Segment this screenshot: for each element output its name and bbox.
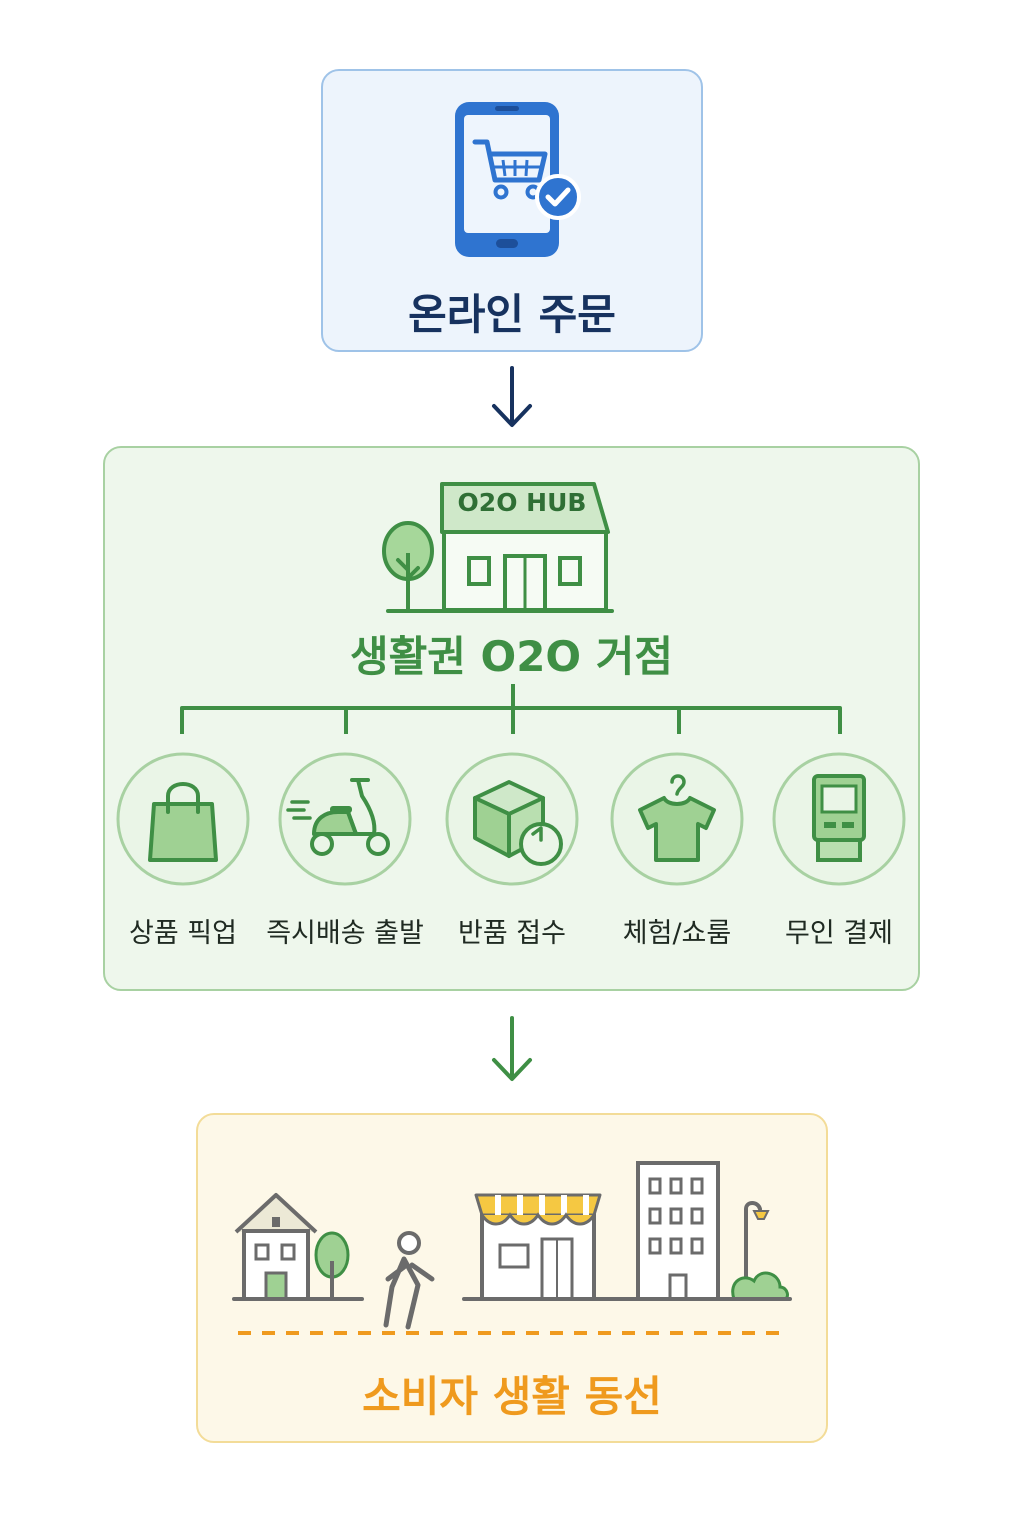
service-label: 체험/쇼룸 [622,918,732,949]
shopping-bag-icon [116,752,250,886]
service-label: 상품 픽업 [129,918,237,949]
arrow-down-icon [492,366,532,427]
return-box-icon [445,752,579,886]
street-scene-icon [232,1161,792,1335]
store-sign: O2O HUB [457,488,587,517]
online-order-title: 온라인 주문 [408,290,616,339]
service-label: 즉시배송 출발 [266,918,424,949]
smartphone-cart-check-icon [455,102,581,257]
arrow-down-icon [492,1016,532,1081]
consumer-route-card: 소비자 생활 동선 [196,1113,828,1443]
store-with-tree-icon [382,482,614,613]
shirt-on-hanger-icon [610,752,744,886]
service-label: 반품 접수 [458,918,566,949]
scooter-icon [278,752,412,886]
service-label: 무인 결제 [785,918,893,949]
o2o-hub-title: 생활권 O2O 거점 [349,632,674,681]
consumer-route-title: 소비자 생활 동선 [362,1372,662,1421]
service-connector-lines [180,684,842,734]
online-order-card: 온라인 주문 [321,69,703,352]
kiosk-icon [772,752,906,886]
o2o-hub-card: O2O HUB 생활권 O2O 거점 상품 픽업 즉시배송 출발 [103,446,920,991]
